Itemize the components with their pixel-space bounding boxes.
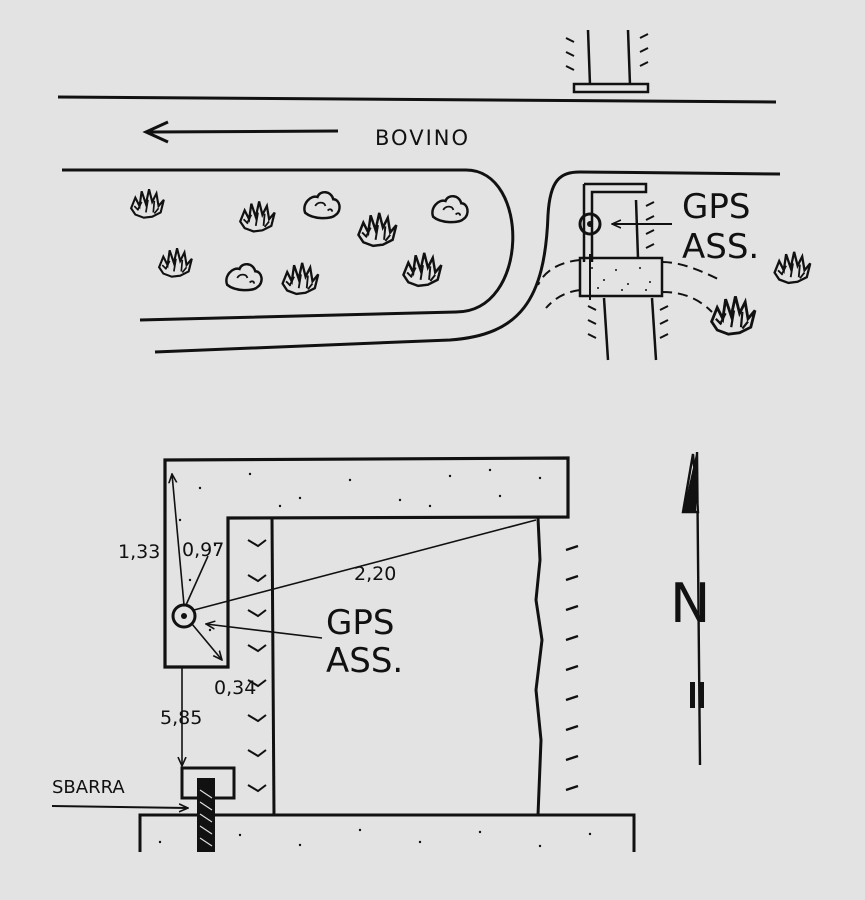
detail-plan: SBARRA 1,33 0,97 2,20 0,34 5,85 GPS ASS.	[51, 456, 636, 852]
culvert-slab	[578, 254, 664, 300]
top-map: BOVINO	[57, 29, 812, 361]
gps-point-detail	[171, 603, 197, 629]
distance-5-85: 5,85	[160, 707, 202, 729]
gps-label-top-2: ASS.	[682, 227, 759, 267]
channel-banks	[247, 517, 579, 816]
distance-2-20: 2,20	[354, 563, 396, 585]
north-letter: N	[670, 572, 710, 635]
distance-1-33: 1,33	[118, 541, 160, 563]
distance-0-34: 0,34	[214, 677, 256, 699]
gps-label-detail-2: ASS.	[326, 641, 403, 681]
barrier-label: SBARRA	[52, 777, 125, 798]
road-label: BOVINO	[375, 126, 470, 150]
barrier	[51, 766, 236, 852]
channel-top	[582, 182, 669, 361]
gps-label-detail-1: GPS	[326, 603, 394, 643]
concrete-wall	[163, 456, 570, 669]
road-slab-bottom	[138, 813, 636, 852]
gps-point-top	[578, 212, 672, 236]
vegetation-island	[130, 188, 469, 296]
road-bovino	[57, 95, 781, 354]
distance-0-97: 0,97	[182, 539, 224, 561]
measurement-lines	[172, 474, 537, 766]
north-arrow	[681, 451, 704, 766]
gps-label-top-1: GPS	[682, 187, 750, 227]
culvert-top	[565, 29, 650, 94]
shrub-right-2	[710, 294, 757, 336]
road-direction-arrow	[142, 120, 339, 144]
dashed-paths	[537, 259, 721, 313]
shrub-right-1	[773, 250, 812, 285]
